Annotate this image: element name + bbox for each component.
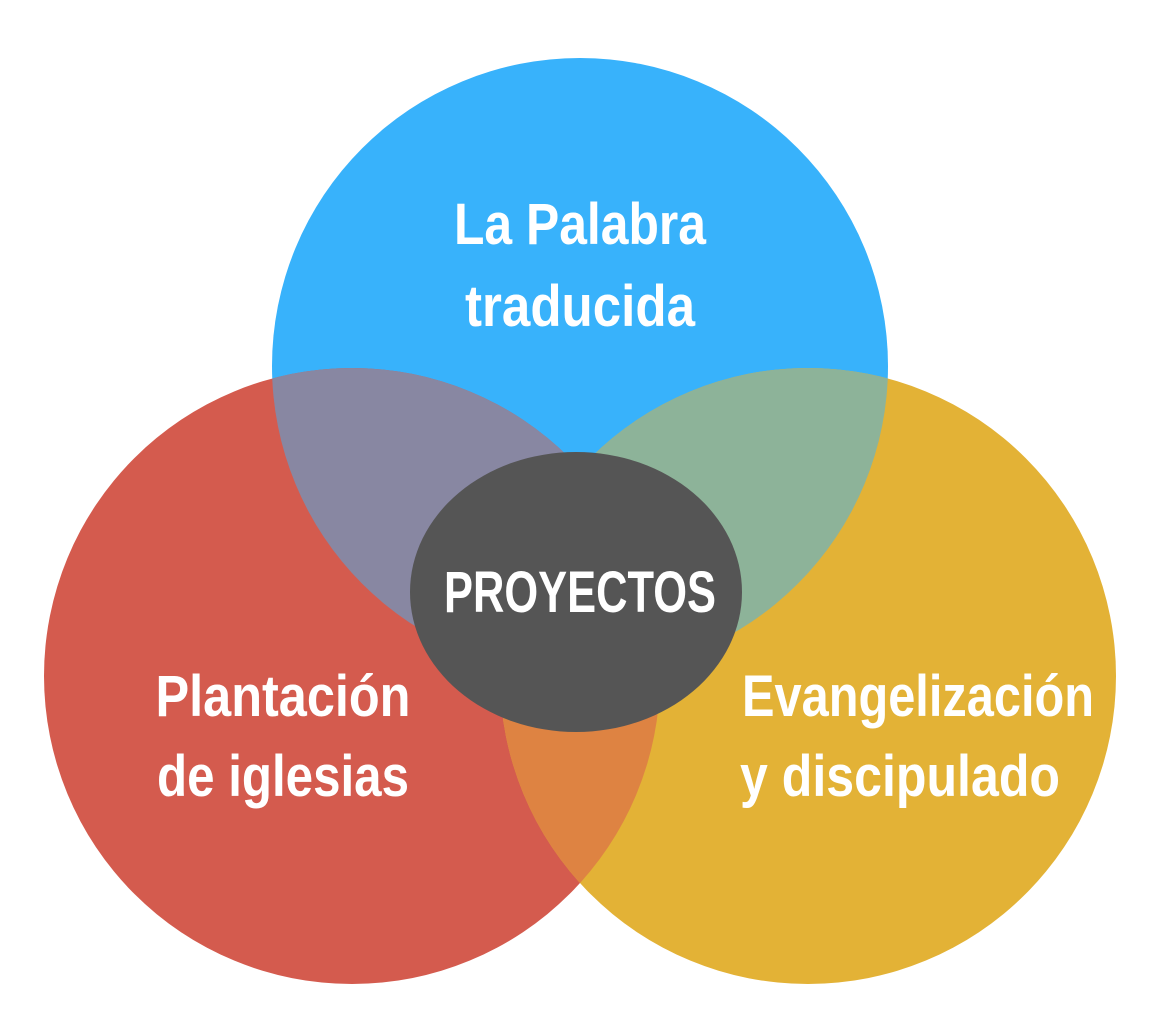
left-circle-label-line1: Plantación <box>156 664 411 729</box>
right-circle-label-line2: y discipulado <box>740 744 1060 809</box>
center-label: PROYECTOS <box>444 560 716 625</box>
right-circle-label-line1: Evangelización <box>742 664 1094 729</box>
center-ellipse <box>410 452 742 732</box>
top-circle-label-line2: traducida <box>465 274 696 339</box>
left-circle-label-line2: de iglesias <box>157 744 409 809</box>
top-circle-label-line1: La Palabra <box>454 192 707 257</box>
